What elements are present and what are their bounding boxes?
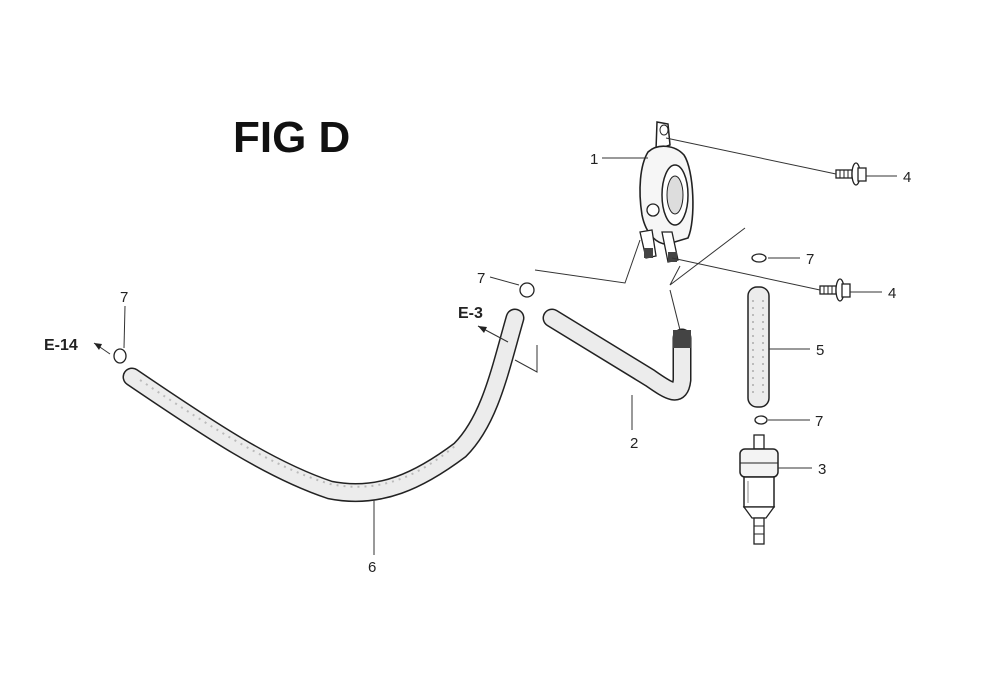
hose-clip-center[interactable]: [519, 282, 535, 298]
leader-lines: [123, 157, 897, 555]
callout-7-upper-right: 7: [806, 251, 814, 268]
callout-4-lower: 4: [888, 285, 896, 302]
callout-2: 2: [630, 435, 638, 452]
figure-title: FIG D: [233, 113, 350, 162]
long-fuel-hose[interactable]: [122, 308, 525, 503]
callout-1: 1: [590, 151, 598, 168]
e14-arrow: [93, 342, 111, 355]
ref-e3[interactable]: E-3: [458, 305, 483, 322]
callout-7-center: 7: [477, 270, 485, 287]
hose-clip-upper-right[interactable]: [751, 253, 767, 263]
fuel-filter[interactable]: [739, 434, 779, 545]
callout-7-left: 7: [120, 289, 128, 306]
straight-fuel-hose[interactable]: [747, 286, 770, 408]
assembly-lines: [514, 137, 837, 373]
callout-5: 5: [816, 342, 824, 359]
e3-arrow: [477, 325, 509, 343]
bent-fuel-hose[interactable]: [542, 308, 692, 401]
hose-clip-left[interactable]: [113, 348, 127, 364]
hose-end-dark: [673, 330, 691, 348]
flange-bolt-upper[interactable]: [835, 162, 867, 186]
flange-bolt-lower[interactable]: [819, 278, 851, 302]
callout-7-lower-right: 7: [815, 413, 823, 430]
callout-3: 3: [818, 461, 826, 478]
callout-6: 6: [368, 559, 376, 576]
hose-clip-lower-right[interactable]: [754, 415, 768, 425]
callout-4-upper: 4: [903, 169, 911, 186]
ref-e14[interactable]: E-14: [44, 337, 78, 354]
fuel-pump[interactable]: [639, 121, 694, 263]
